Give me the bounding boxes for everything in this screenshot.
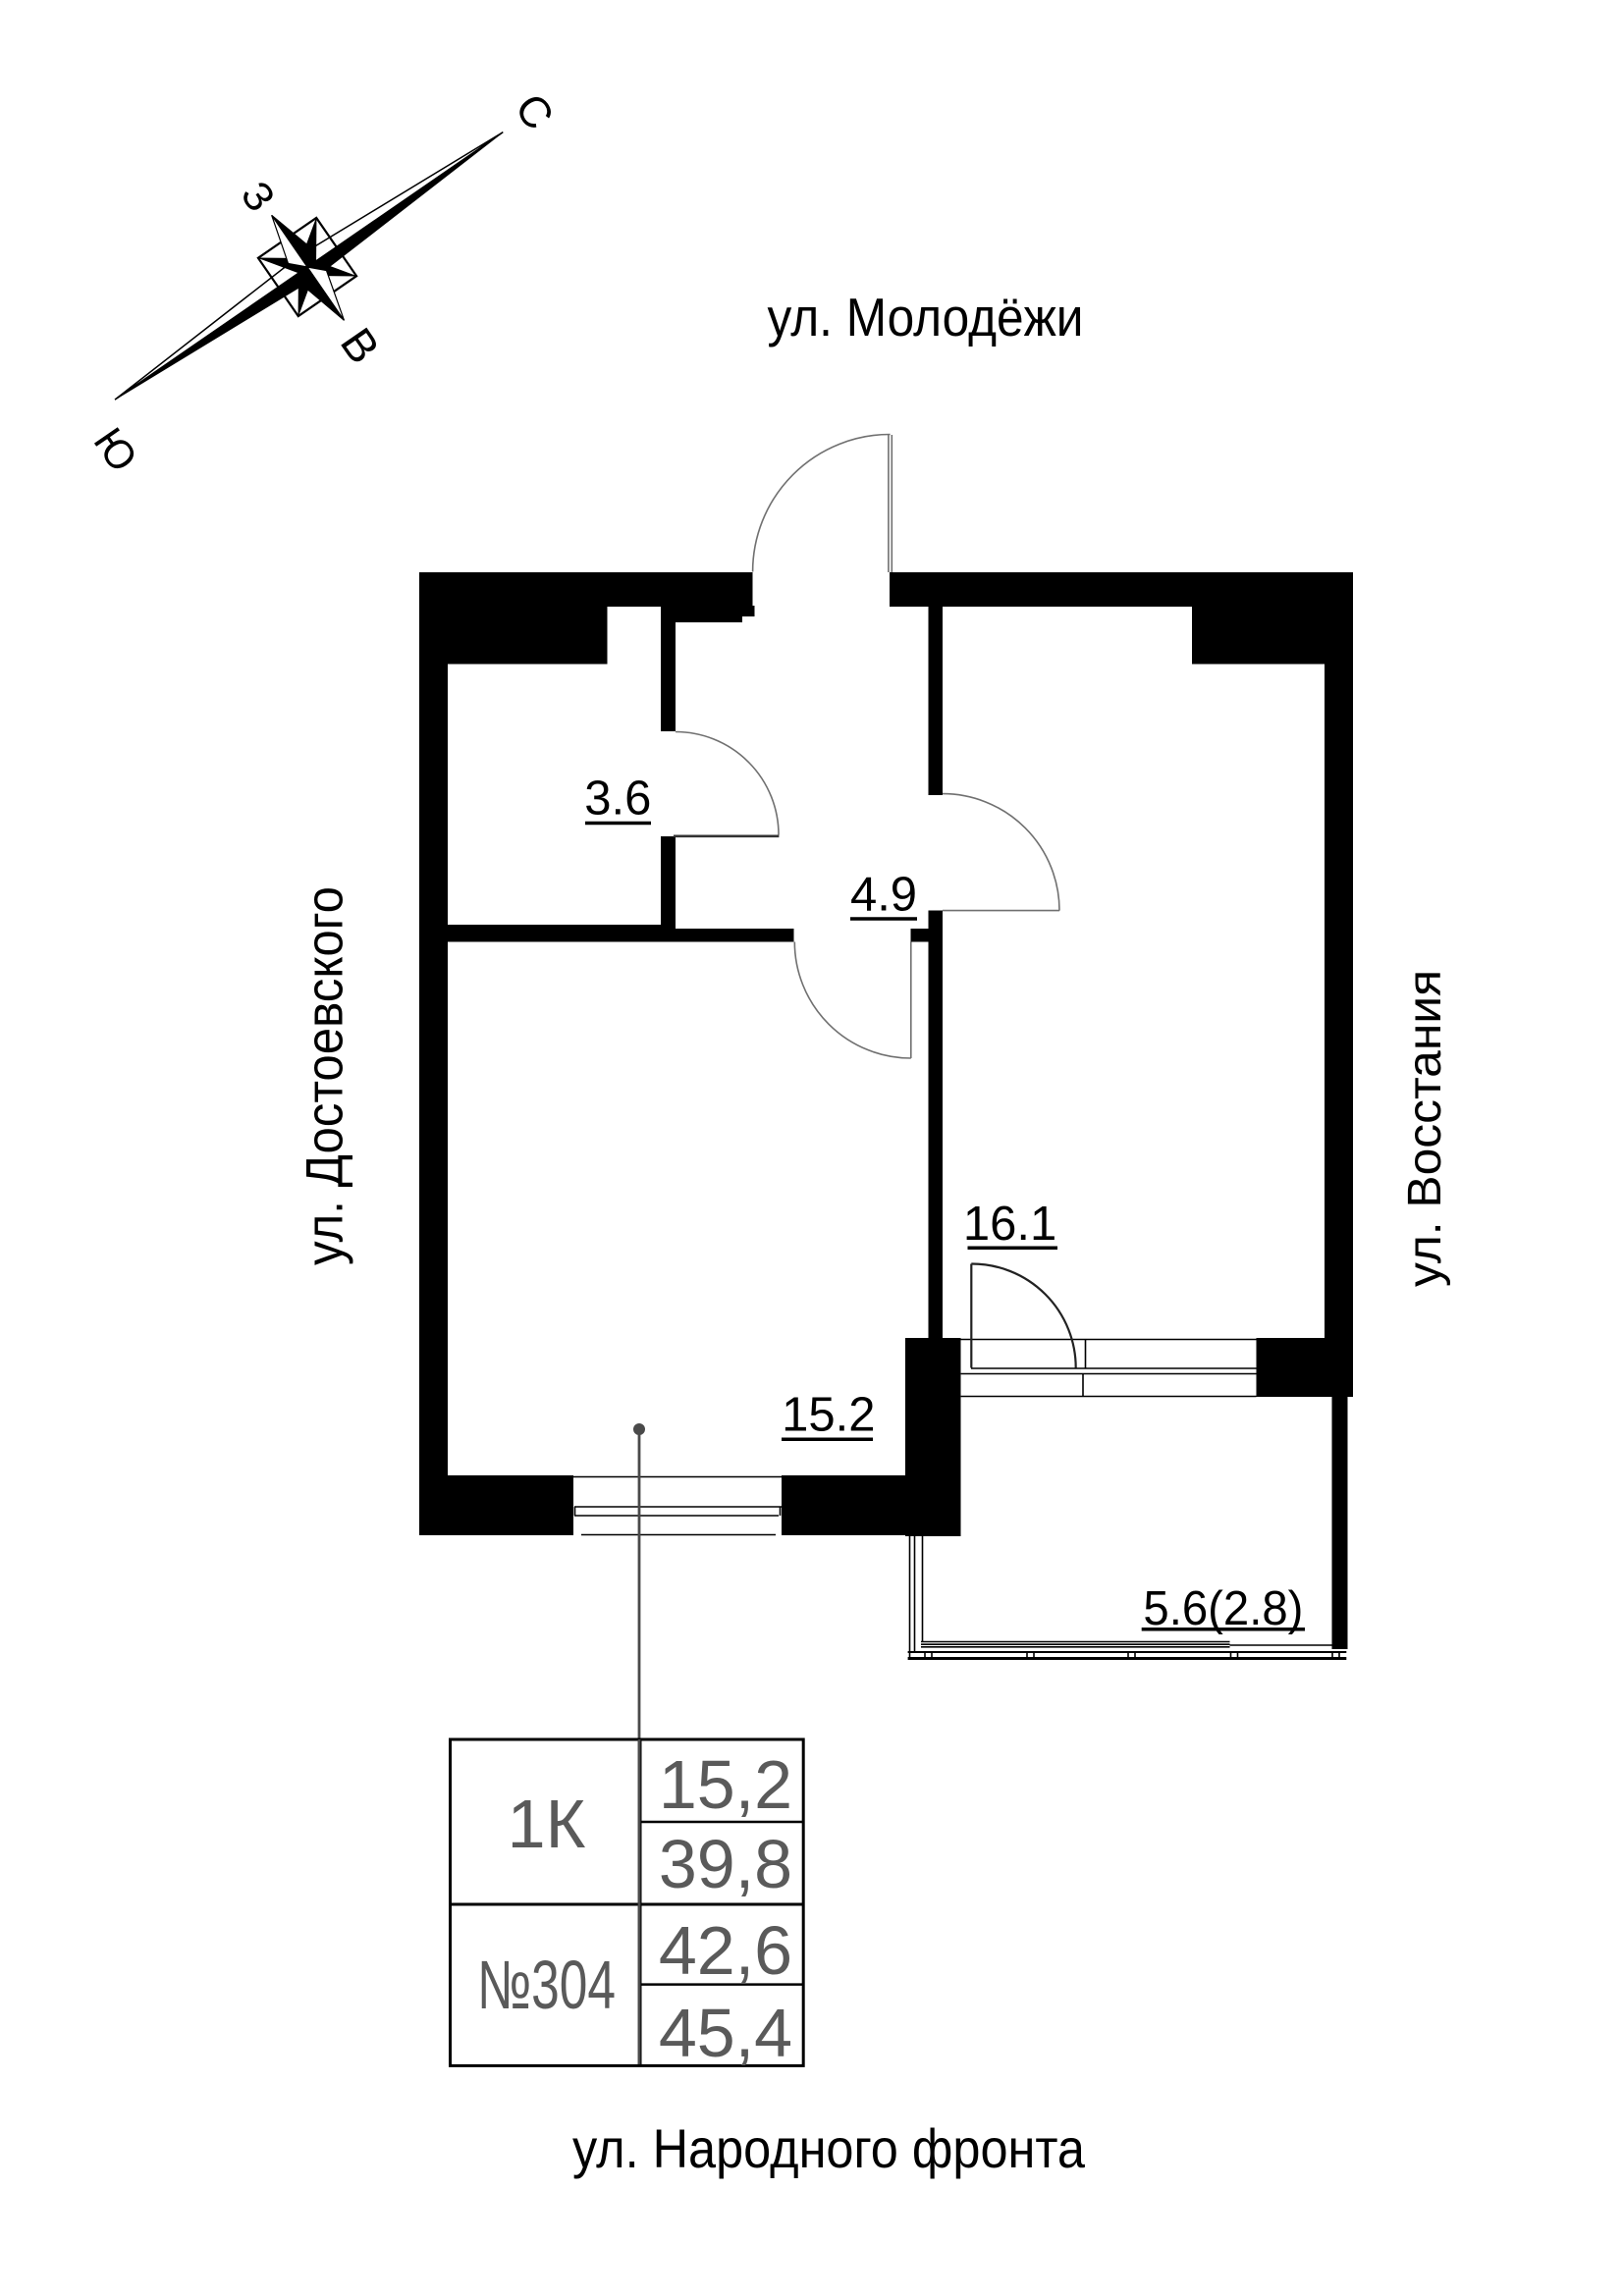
svg-text:16.1: 16.1 bbox=[963, 1198, 1056, 1251]
svg-text:5.6(2.8): 5.6(2.8) bbox=[1143, 1582, 1303, 1635]
svg-text:ул. Достоевского: ул. Достоевского bbox=[297, 886, 354, 1265]
svg-text:15.2: 15.2 bbox=[782, 1388, 875, 1441]
svg-text:З: З bbox=[232, 173, 284, 220]
svg-text:42,6: 42,6 bbox=[659, 1912, 792, 1989]
svg-text:15,2: 15,2 bbox=[659, 1746, 792, 1823]
svg-text:ул. Восстания: ул. Восстания bbox=[1399, 970, 1451, 1287]
svg-text:4.9: 4.9 bbox=[850, 868, 917, 921]
svg-text:Ю: Ю bbox=[85, 419, 147, 480]
svg-text:ул. Молодёжи: ул. Молодёжи bbox=[768, 287, 1084, 347]
svg-text:39,8: 39,8 bbox=[659, 1826, 792, 1902]
svg-text:ул. Народного фронта: ул. Народного фронта bbox=[572, 2117, 1086, 2179]
svg-text:С: С bbox=[506, 85, 563, 138]
svg-text:1К: 1К bbox=[508, 1786, 586, 1862]
svg-text:3.6: 3.6 bbox=[584, 773, 651, 826]
svg-text:№304: №304 bbox=[477, 1947, 616, 2023]
svg-text:В: В bbox=[331, 319, 390, 373]
svg-text:45,4: 45,4 bbox=[659, 1995, 792, 2071]
